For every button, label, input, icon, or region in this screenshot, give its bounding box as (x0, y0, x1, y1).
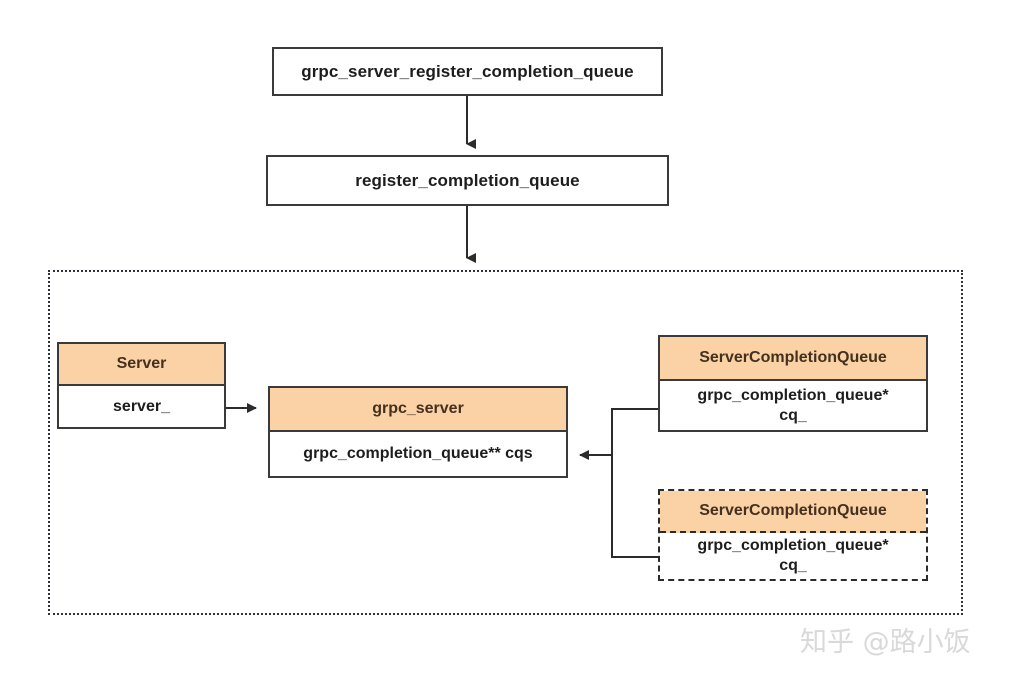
class-body-line-1: grpc_completion_queue* (697, 537, 889, 554)
watermark: 知乎 @路小饭 (800, 627, 971, 658)
registration-scope-group (48, 270, 963, 615)
class-body-server-completion-queue-2: grpc_completion_queue* cq_ (660, 533, 926, 579)
class-box-server-completion-queue-2[interactable]: ServerCompletionQueue grpc_completion_qu… (658, 489, 928, 581)
class-body-line-2: cq_ (779, 557, 807, 574)
class-box-grpc-server[interactable]: grpc_server grpc_completion_queue** cqs (268, 386, 568, 478)
class-header-server-completion-queue-1: ServerCompletionQueue (660, 337, 926, 381)
class-body-label: grpc_completion_queue** cqs (303, 445, 533, 462)
class-header-label: Server (116, 355, 167, 372)
class-header-label: ServerCompletionQueue (699, 502, 887, 519)
class-header-grpc-server: grpc_server (270, 388, 566, 432)
class-header-label: grpc_server (372, 400, 464, 417)
class-body-line-2: cq_ (779, 406, 807, 424)
class-header-label: ServerCompletionQueue (699, 349, 887, 366)
node-label: grpc_server_register_completion_queue (301, 61, 634, 81)
class-box-server-completion-queue-1[interactable]: ServerCompletionQueue grpc_completion_qu… (658, 335, 928, 432)
class-body-label: server_ (113, 397, 170, 415)
node-grpc-server-register-completion-queue[interactable]: grpc_server_register_completion_queue (272, 47, 663, 96)
class-body-line-1: grpc_completion_queue* (697, 386, 889, 404)
class-body-grpc-server: grpc_completion_queue** cqs (270, 432, 566, 476)
class-body-server: server_ (59, 386, 224, 427)
node-label: register_completion_queue (355, 170, 580, 190)
class-body-server-completion-queue-1: grpc_completion_queue* cq_ (660, 381, 926, 430)
class-header-server-completion-queue-2: ServerCompletionQueue (660, 491, 926, 533)
node-register-completion-queue[interactable]: register_completion_queue (266, 155, 669, 206)
class-header-server: Server (59, 344, 224, 386)
class-box-server[interactable]: Server server_ (57, 342, 226, 429)
